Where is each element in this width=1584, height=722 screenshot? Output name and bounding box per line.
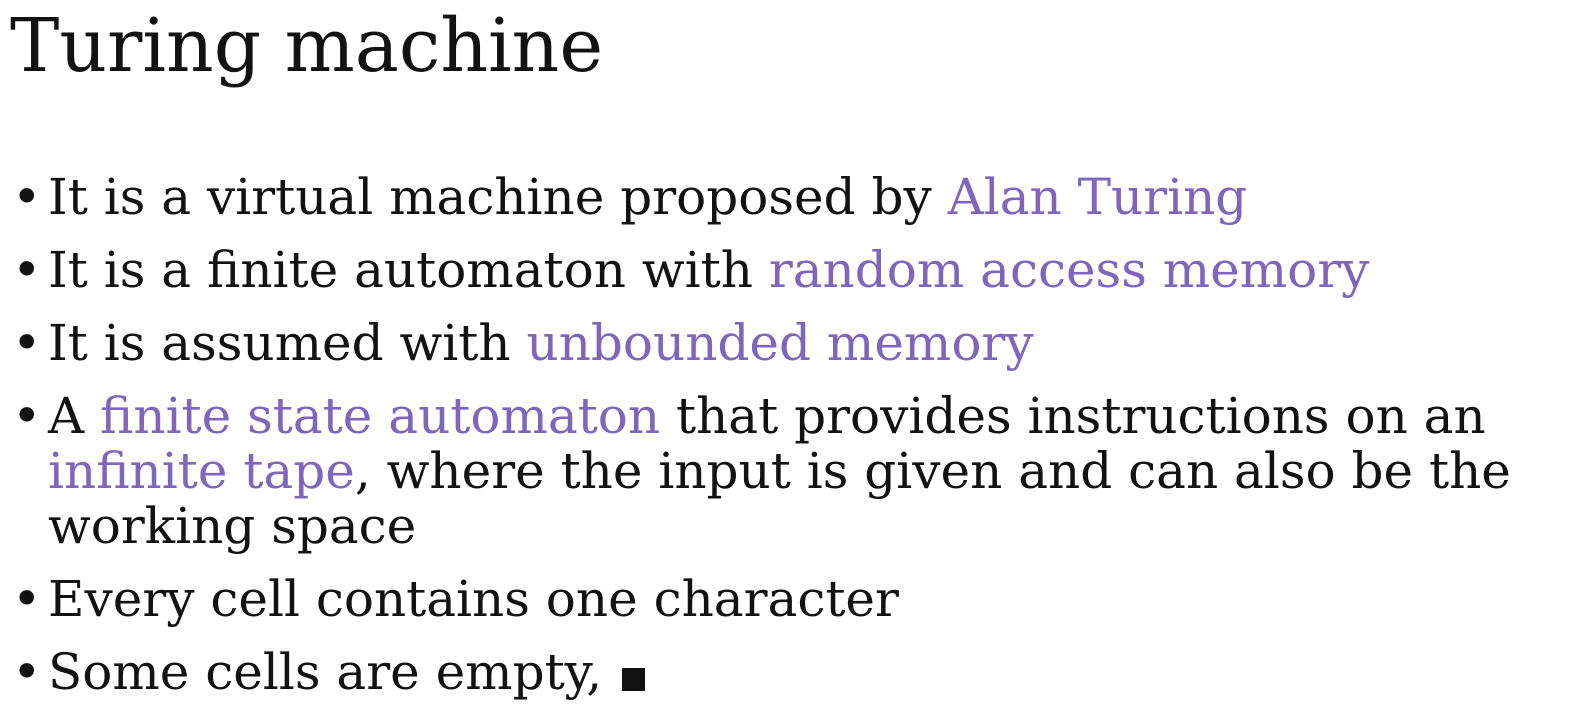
bullet-marker: • bbox=[12, 314, 42, 372]
bullet-list: •It is a virtual machine proposed by Ala… bbox=[8, 170, 1574, 718]
bullet-item-empty-cells: •Some cells are empty, bbox=[8, 645, 1574, 700]
bullet-item-cell-contains-character: •Every cell contains one character bbox=[8, 572, 1574, 627]
bullet-marker: • bbox=[12, 387, 42, 445]
slide-title: Turing machine bbox=[10, 3, 604, 89]
bullet-item-finite-automaton: •It is a finite automaton with random ac… bbox=[8, 243, 1574, 298]
bullet-text: , where the input is given and can also … bbox=[48, 442, 1511, 555]
highlighted-term-infinite-tape: infinite tape bbox=[48, 442, 355, 500]
bullet-text: It is a finite automaton with bbox=[48, 241, 769, 299]
highlighted-term-random-access-memory: random access memory bbox=[768, 241, 1370, 299]
bullet-text: It is assumed with bbox=[48, 314, 527, 372]
bullet-text: Every cell contains one character bbox=[48, 570, 899, 628]
bullet-marker: • bbox=[12, 570, 42, 628]
bullet-text: It is a virtual machine proposed by bbox=[48, 168, 948, 226]
black-square-icon bbox=[622, 668, 646, 691]
highlighted-term-finite-state-automaton: finite state automaton bbox=[100, 387, 661, 445]
bullet-text: A bbox=[48, 387, 101, 445]
bullet-marker: • bbox=[12, 643, 42, 701]
bullet-text: that provides instructions on an bbox=[660, 387, 1486, 445]
highlighted-term-alan-turing: Alan Turing bbox=[947, 168, 1248, 226]
bullet-text: Some cells are empty, bbox=[48, 643, 619, 701]
bullet-item-unbounded-memory: •It is assumed with unbounded memory bbox=[8, 316, 1574, 371]
bullet-marker: • bbox=[12, 168, 42, 226]
bullet-item-infinite-tape: •A finite state automaton that provides … bbox=[8, 389, 1574, 554]
bullet-marker: • bbox=[12, 241, 42, 299]
bullet-item-virtual-machine: •It is a virtual machine proposed by Ala… bbox=[8, 170, 1574, 225]
highlighted-term-unbounded-memory: unbounded memory bbox=[526, 314, 1034, 372]
